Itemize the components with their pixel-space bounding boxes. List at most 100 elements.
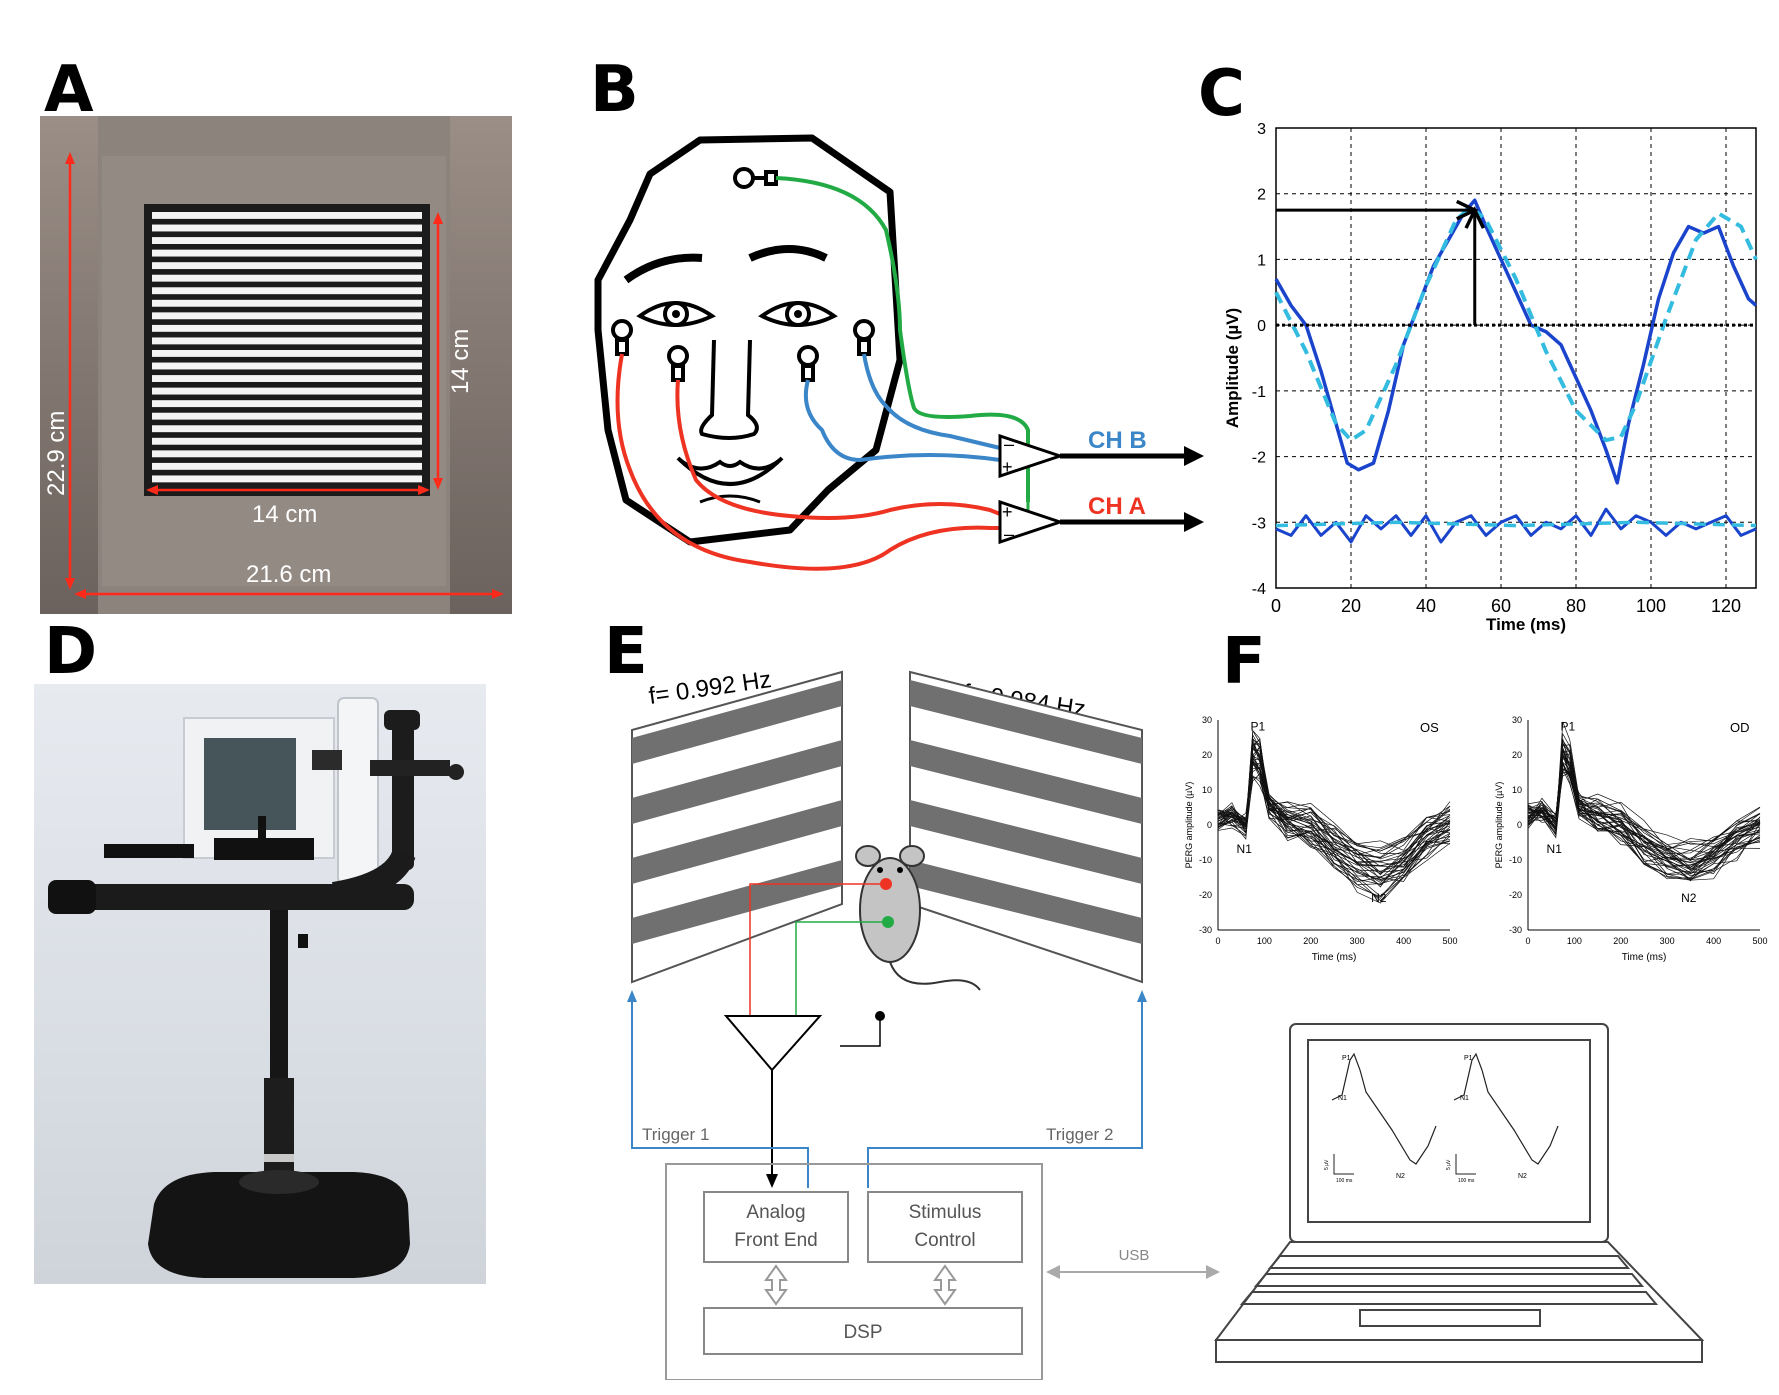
inner-width-label: 14 cm [252,501,317,528]
f-peak-p1: P1 [1250,720,1265,734]
panel-d-photo [34,684,486,1284]
f-eye-label: OD [1730,720,1750,735]
f-y-tick-label: 30 [1512,715,1522,725]
laptop-n1-right: N1 [1460,1095,1469,1102]
left-eye [636,301,716,327]
grating-stripe [152,400,422,408]
c-series-raw-dark-blue [1274,198,1758,485]
f-x-tick-label: 100 [1257,936,1272,946]
ground-wire [775,176,1030,502]
f-x-tick-label: 500 [1752,936,1767,946]
f-peak-n1: N1 [1237,842,1253,856]
grating-stripe [152,437,422,445]
f-x-tick-label: 300 [1350,936,1365,946]
panel-label-d: D [44,615,98,689]
trigger-1-label: Trigger 1 [642,1125,709,1144]
stim-label-1: Stimulus [909,1202,982,1223]
stand-pole [270,910,288,1080]
stim-label-2: Control [914,1230,975,1251]
analog-label-1: Analog [746,1202,805,1223]
f-y-tick-label: 30 [1202,715,1212,725]
c-y-tick-label: 0 [1257,318,1266,335]
f-trace [1527,732,1761,875]
grating-stripe [152,274,422,282]
ch-b-label: CH B [1088,427,1147,454]
c-x-tick-label: 100 [1636,596,1666,616]
laptop-illustration: P1 N1 N2 P1 N1 N2 5 µV 100 ms 5 µV 100 m… [1213,1023,1705,1363]
c-series-noise-dark-blue [1275,507,1757,544]
f-trace [1527,739,1761,880]
f-peak-n1: N1 [1547,842,1563,856]
panel-b-diagram: – + + – CH B CH A [594,134,1204,571]
c-y-tick-label: -4 [1252,581,1266,598]
ch-a-plus: + [1002,502,1013,522]
panel-label-e: E [604,615,648,689]
c-y-tick-label: 1 [1257,252,1266,269]
c-y-tick-label: 3 [1257,121,1266,138]
f-peak-p1: P1 [1560,720,1575,734]
laptop-scale-t-right: 100 ms [1458,1178,1475,1184]
c-y-tick-label: -3 [1252,515,1266,532]
panel-label-c: C [1198,57,1245,131]
c-y-tick-label: 2 [1257,187,1266,204]
usb-label: USB [1119,1247,1150,1264]
laptop-p1-left: P1 [1342,1055,1351,1062]
panel-label-f: F [1222,625,1266,699]
width-dimension-label: 21.6 cm [246,561,331,588]
ch-b-minus: – [1004,434,1014,454]
face-outline [594,134,904,546]
stimulus-control-block [867,1191,1023,1263]
f-x-tick-label: 400 [1396,936,1411,946]
f-trace [1217,745,1451,863]
c-y-tick-label: -1 [1252,384,1266,401]
right-eye [758,301,838,327]
c-series-noise-fit-light-dashed [1275,520,1757,528]
grating-stripe [152,462,422,470]
ch-a-wire-2 [615,353,1000,571]
f-y-tick-label: 20 [1512,750,1522,760]
laptop-scale-t-left: 100 ms [1336,1178,1353,1184]
c-x-tick-label: 120 [1711,596,1741,616]
c-x-tick-label: 80 [1566,596,1586,616]
panel-a-svg: 22.9 cm 14 cm 14 cm 21.6 cm [43,116,504,614]
f-y-tick-label: -10 [1199,855,1212,865]
f-y-axis-label: PERG amplitude (µV) [1494,782,1504,869]
f-x-tick-label: 300 [1660,936,1675,946]
trigger-2-label: Trigger 2 [1046,1125,1113,1144]
f-x-axis-label: Time (ms) [1622,952,1667,963]
c-x-tick-label: 60 [1491,596,1511,616]
f-y-tick-label: 20 [1202,750,1212,760]
panel-label-b: B [590,53,639,127]
f-y-tick-label: 10 [1202,785,1212,795]
ch-b-amplifier [998,433,1065,479]
laptop-wave-right [1453,1052,1559,1165]
c-x-tick-label: 40 [1416,596,1436,616]
ch-b-wire-1 [862,353,1001,450]
f-x-tick-label: 200 [1613,936,1628,946]
f-y-axis-label: PERG amplitude (µV) [1184,782,1194,869]
f-x-tick-label: 200 [1303,936,1318,946]
c-y-axis-label: Amplitude (µV) [1226,308,1242,428]
grating-stripe [152,387,422,395]
f-y-tick-label: -20 [1509,890,1522,900]
mouse-amplifier [723,1015,823,1072]
f-y-tick-label: -30 [1199,925,1212,935]
ch-a-amplifier [998,499,1065,545]
f-x-tick-label: 100 [1567,936,1582,946]
f-peak-n2: N2 [1371,891,1387,905]
ch-b-wire-2 [803,379,1001,463]
f-y-tick-label: -20 [1199,890,1212,900]
f-x-tick-label: 0 [1215,936,1220,946]
f-peak-n2: N2 [1681,891,1697,905]
grating-stripe [152,362,422,370]
analog-label-2: Front End [734,1230,817,1251]
grating-stripe [152,312,422,320]
panel-e-diagram: f= 0.992 Hz f= 0.984 Hz Trigger 1 Trigge… [627,666,1220,1380]
grating-stripe [152,375,422,382]
grating-stripe [152,249,422,257]
laptop-p1-right: P1 [1464,1055,1473,1062]
f-x-tick-label: 0 [1525,936,1530,946]
grating-stripe [152,324,422,332]
grating-stripe [152,287,422,295]
c-y-tick-label: -2 [1252,450,1266,467]
